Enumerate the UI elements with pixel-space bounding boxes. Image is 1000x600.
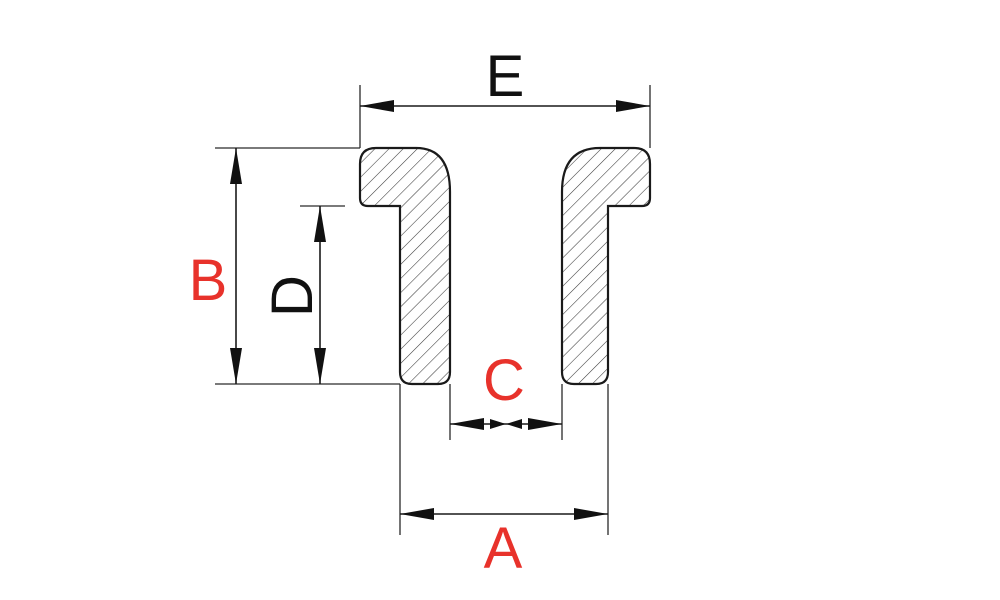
label-e: E <box>486 44 525 109</box>
dimension-b <box>230 148 242 384</box>
dimension-c <box>450 418 562 430</box>
label-c: C <box>483 348 525 413</box>
dimension-e <box>360 100 650 112</box>
label-a: A <box>484 516 523 581</box>
dimension-d <box>314 206 326 384</box>
right-profile-section <box>560 146 652 386</box>
dimension-a <box>400 508 608 520</box>
label-d: D <box>260 275 325 317</box>
label-b: B <box>189 248 228 313</box>
left-profile-section <box>358 146 452 386</box>
